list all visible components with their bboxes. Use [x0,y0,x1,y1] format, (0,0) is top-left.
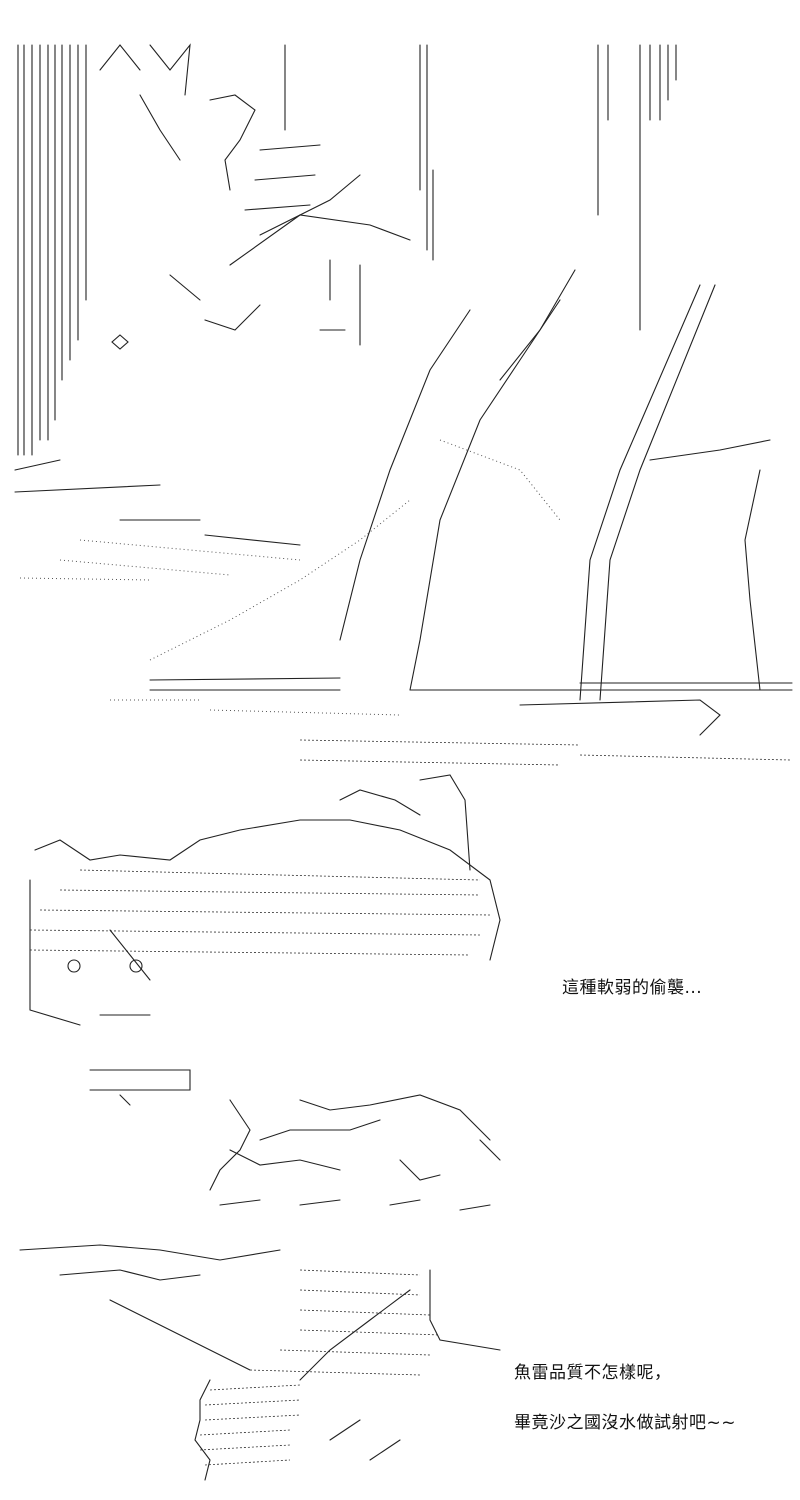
caption-sneak-attack: 這種軟弱的偷襲... [562,978,703,998]
silhouette-figure [99,43,411,350]
left-pillar-bars [17,44,87,456]
panel-1-scene [14,43,793,766]
caption-no-water-test: 畢竟沙之國沒水做試射吧~~ [514,1413,736,1433]
panel-2-character [29,774,501,1211]
panel-3-hands [19,1244,501,1481]
right-pillar-bars [284,44,677,331]
floor-lines [14,439,793,766]
caption-torpedo-quality: 魚雷品質不怎樣呢， [514,1363,672,1383]
diagonal-rails [339,269,771,701]
